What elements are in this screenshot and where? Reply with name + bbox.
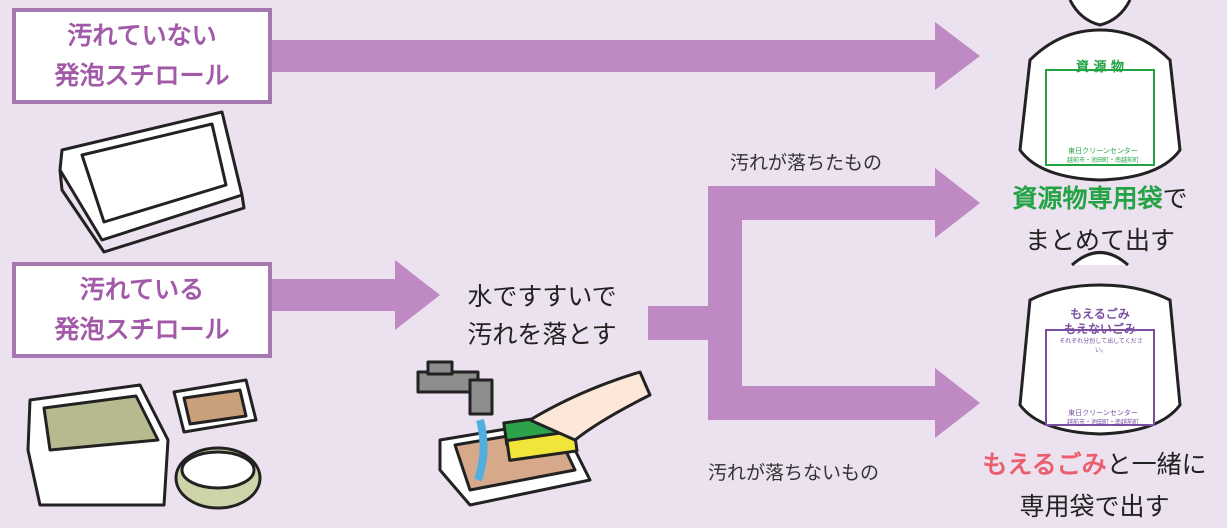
box-dirty-line2: 発泡スチロール <box>54 315 230 344</box>
burn-bag-sub: 越前市・池田町・南越前町 <box>1066 419 1139 426</box>
result-burn-tail: と一緒に <box>1106 450 1207 479</box>
branch-clean-label: 汚れが落ちたもの <box>730 152 883 174</box>
wash-line1: 水ですすいで <box>467 282 617 311</box>
recycle-bag-title: 資 源 物 <box>1075 60 1125 75</box>
burnable-bag-illustration <box>1018 251 1182 436</box>
branch-dirty-label: 汚れが落ちないもの <box>708 462 880 484</box>
washing-illustration <box>416 360 652 507</box>
burn-bag-title1: もえるごみ <box>1070 307 1130 321</box>
box-dirty-styrofoam: 汚れている 発泡スチロール <box>12 262 272 358</box>
dirty-trays-illustration <box>26 378 262 510</box>
wash-line2: 汚れを落とす <box>467 320 617 349</box>
result-burn-highlight: もえるごみ <box>982 450 1107 479</box>
box-clean-line2: 発泡スチロール <box>54 61 230 90</box>
burn-bag-title2: もえないごみ <box>1063 322 1136 336</box>
burn-bag-note: それぞれ分別して出してください。 <box>1059 338 1143 354</box>
box-dirty-line1: 汚れている <box>79 275 205 304</box>
box-clean-line1: 汚れていない <box>67 21 217 50</box>
box-clean-styrofoam: 汚れていない 発泡スチロール <box>12 8 272 104</box>
arrow-to-wash <box>270 260 440 330</box>
burn-bag-center: 東日クリーンセンター <box>1068 409 1138 417</box>
result-recycle-tail: で <box>1162 184 1188 213</box>
result-recycle-line2: まとめて出す <box>1024 226 1175 255</box>
result-recycle-highlight: 資源物専用袋 <box>1012 184 1163 213</box>
arrow-top <box>270 22 980 90</box>
clean-tray-illustration <box>58 110 246 254</box>
recycle-bag-sub: 越前市・池田町・南越前町 <box>1066 157 1139 164</box>
recycle-bag-center: 東日クリーンセンター <box>1068 147 1138 155</box>
result-recycle: 資源物専用袋で まとめて出す <box>975 178 1225 262</box>
result-burn: もえるごみと一緒に 専用袋で出す <box>962 444 1227 528</box>
recycle-bag-illustration <box>1018 0 1182 182</box>
result-burn-line2: 専用袋で出す <box>1019 492 1170 521</box>
wash-instruction: 水ですすいで 汚れを落とす <box>442 278 642 354</box>
arrow-branch <box>648 168 980 438</box>
